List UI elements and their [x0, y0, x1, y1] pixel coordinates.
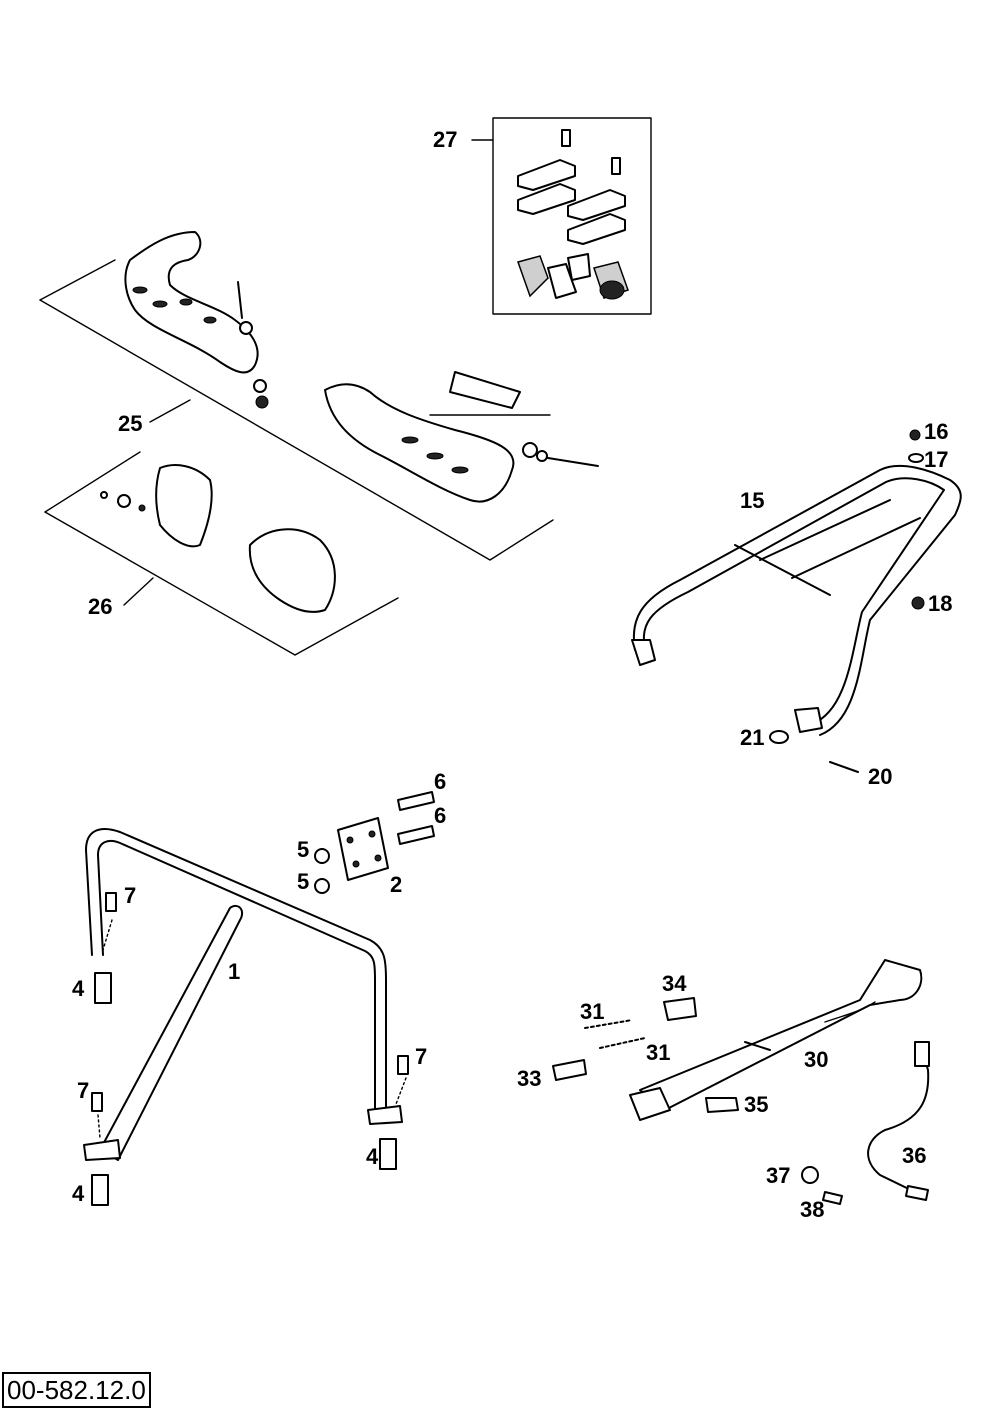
callout-6b: 6 — [434, 803, 446, 828]
callout-7a: 7 — [124, 883, 136, 908]
callout-21: 21 — [740, 725, 764, 750]
stand-switch-36 — [801, 1041, 930, 1205]
callout-26: 26 — [88, 594, 112, 619]
drawing-number: 00-582.12.0 — [2, 1372, 151, 1408]
callout-20: 20 — [868, 764, 892, 789]
callout-37: 37 — [766, 1163, 790, 1188]
callout-6a: 6 — [434, 769, 446, 794]
callout-7c: 7 — [77, 1078, 89, 1103]
callout-31a: 31 — [580, 999, 604, 1024]
callout-33: 33 — [517, 1066, 541, 1091]
luggage-rack-15 — [631, 429, 962, 773]
callout-4b: 4 — [366, 1144, 379, 1169]
callout-35: 35 — [744, 1092, 768, 1117]
mounting-plate-2 — [314, 791, 435, 894]
callout-30: 30 — [804, 1047, 828, 1072]
callout-7b: 7 — [415, 1044, 427, 1069]
handguard-plates-kit-26 — [44, 451, 399, 656]
callout-38: 38 — [800, 1197, 824, 1222]
callout-labels: 27 25 26 16 17 15 18 21 20 6 6 5 5 2 7 1… — [72, 127, 952, 1222]
callout-16: 16 — [924, 419, 948, 444]
callout-18: 18 — [928, 591, 952, 616]
callout-27: 27 — [433, 127, 457, 152]
callout-2: 2 — [390, 872, 402, 897]
callout-15: 15 — [740, 488, 764, 513]
spring-set-31 — [552, 997, 739, 1113]
callout-36: 36 — [902, 1143, 926, 1168]
side-stand-30 — [629, 959, 923, 1121]
protection-bar-1 — [83, 828, 409, 1206]
callout-1: 1 — [228, 959, 240, 984]
callout-5b: 5 — [297, 869, 309, 894]
callout-17: 17 — [924, 447, 948, 472]
handguard-kit-25 — [39, 231, 599, 561]
callout-34: 34 — [662, 971, 687, 996]
callout-4a: 4 — [72, 976, 85, 1001]
clamp-kit-27 — [471, 117, 652, 315]
callout-31b: 31 — [646, 1040, 670, 1065]
callout-5a: 5 — [297, 837, 309, 862]
callout-4c: 4 — [72, 1181, 85, 1206]
callout-25: 25 — [118, 411, 142, 436]
